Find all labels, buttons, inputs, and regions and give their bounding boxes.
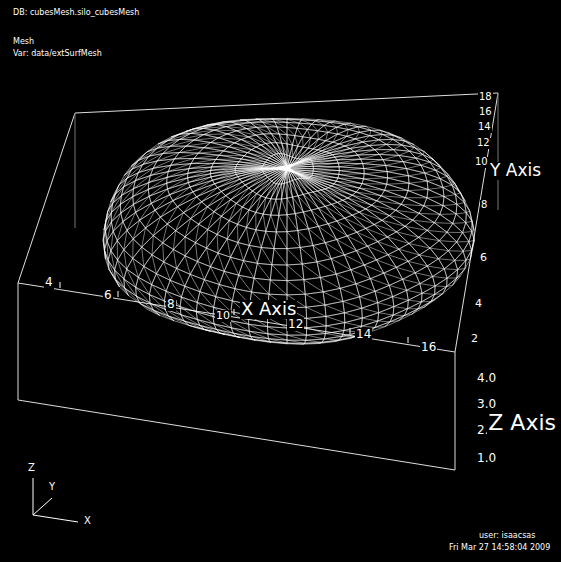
- tick-label: 14: [477, 122, 492, 133]
- axis-title: Z Axis: [487, 411, 557, 434]
- header-text: DB: cubesMesh.silo_cubesMesh: [12, 9, 140, 17]
- bounding-box: [18, 93, 498, 470]
- triad-label: Z: [27, 463, 36, 474]
- tick-label: 10: [474, 157, 489, 168]
- tick-label: 4: [474, 298, 483, 310]
- tick-label: 4.0: [476, 372, 497, 385]
- mesh-triangles: [103, 118, 474, 344]
- tick-label: 4: [44, 276, 54, 289]
- tick-label: 10: [215, 310, 231, 322]
- surface-mesh: [103, 118, 474, 344]
- tick-label: 12: [287, 318, 304, 331]
- tick-label: 12: [476, 138, 491, 149]
- tick-label: 2: [470, 333, 479, 345]
- triad-label: Y: [48, 482, 56, 493]
- axis-title: Y Axis: [489, 162, 542, 180]
- header-text: Mesh: [12, 38, 35, 46]
- tick-label: 16: [420, 341, 437, 354]
- tick-label: 18: [478, 92, 493, 103]
- tick-label: 6: [103, 289, 113, 302]
- tick-label: 8: [480, 200, 488, 211]
- axis-title: X Axis: [240, 300, 297, 319]
- footer-text: user: isaacsas: [478, 532, 536, 540]
- axis-triad: [33, 478, 78, 522]
- tick-label: 3.0: [476, 398, 497, 411]
- footer-text: Fri Mar 27 14:58:04 2009: [448, 544, 551, 552]
- tick-label: 14: [355, 328, 372, 341]
- tick-label: 6: [479, 252, 488, 264]
- header-text: Var: data/extSurfMesh: [12, 50, 103, 58]
- triad-label: X: [83, 516, 92, 527]
- tick-label: 16: [478, 107, 493, 118]
- tick-label: 8: [166, 298, 176, 311]
- tick-label: 1.0: [476, 452, 497, 465]
